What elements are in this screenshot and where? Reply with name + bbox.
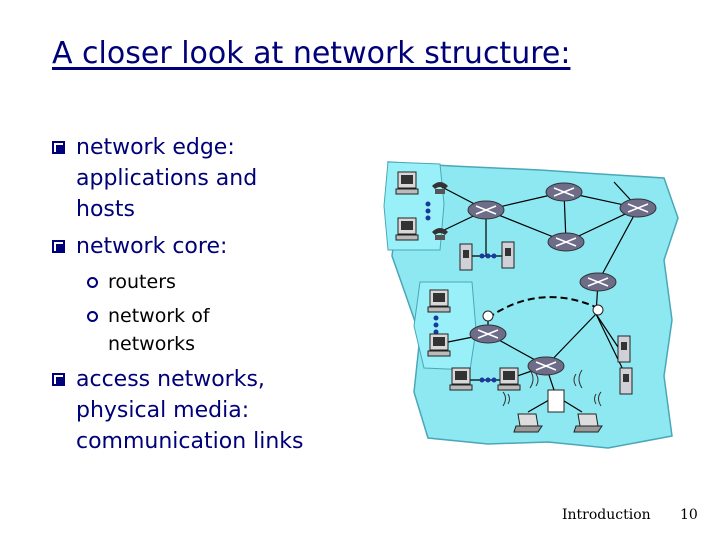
server-icon xyxy=(459,243,473,271)
circle-bullet-icon xyxy=(87,277,98,288)
desktop-computer-icon xyxy=(427,333,451,357)
bullet-list: network edge: applications and hosts net… xyxy=(52,132,372,457)
bullet-network-edge: network edge: applications and hosts xyxy=(52,132,372,225)
subbullet-network-of-networks: network of networks xyxy=(52,302,372,358)
bullet-line: hosts xyxy=(76,197,135,222)
bullet-line: physical media: xyxy=(76,398,250,423)
desktop-computer-icon xyxy=(497,367,521,391)
subbullet-line: network of xyxy=(108,305,210,327)
square-bullet-icon xyxy=(52,141,65,154)
router-icon xyxy=(619,198,657,218)
router-icon xyxy=(527,356,565,376)
square-bullet-icon xyxy=(52,240,65,253)
server-icon xyxy=(617,335,631,363)
subbullet-line: routers xyxy=(108,271,176,293)
page-number: 10 xyxy=(680,507,698,523)
laptop-icon xyxy=(513,413,543,433)
router-icon xyxy=(547,232,585,252)
satellite-icon xyxy=(482,304,604,322)
router-icon xyxy=(469,324,507,344)
server-icon xyxy=(501,241,515,269)
footer-section: Introduction xyxy=(562,507,651,523)
router-icon xyxy=(545,182,583,202)
bullet-line: applications and xyxy=(76,166,258,191)
subbullet-line: networks xyxy=(108,333,196,355)
router-icon xyxy=(467,200,505,220)
bullet-access-networks: access networks, physical media: communi… xyxy=(52,364,372,457)
slide-title: A closer look at network structure: xyxy=(52,36,571,71)
access-point-icon xyxy=(529,369,583,413)
desktop-computer-icon xyxy=(395,171,419,195)
bullet-line: access networks, xyxy=(76,367,265,392)
wireless-signal-icon xyxy=(502,391,602,407)
desktop-computer-icon xyxy=(395,217,419,241)
router-icon xyxy=(579,272,617,292)
bullet-network-core: network core: xyxy=(52,231,372,262)
desktop-computer-icon xyxy=(449,367,473,391)
modem-icon xyxy=(425,201,497,383)
bullet-line: network core: xyxy=(76,234,228,259)
square-bullet-icon xyxy=(52,373,65,386)
telephone-icon xyxy=(432,182,448,194)
telephone-icon xyxy=(432,228,448,240)
desktop-computer-icon xyxy=(427,289,451,313)
bullet-line: communication links xyxy=(76,429,304,454)
circle-bullet-icon xyxy=(87,311,98,322)
subbullet-routers: routers xyxy=(52,268,372,296)
bullet-line: network edge: xyxy=(76,135,235,160)
server-icon xyxy=(619,367,633,395)
laptop-icon xyxy=(573,413,603,433)
dashed-link xyxy=(487,296,599,319)
